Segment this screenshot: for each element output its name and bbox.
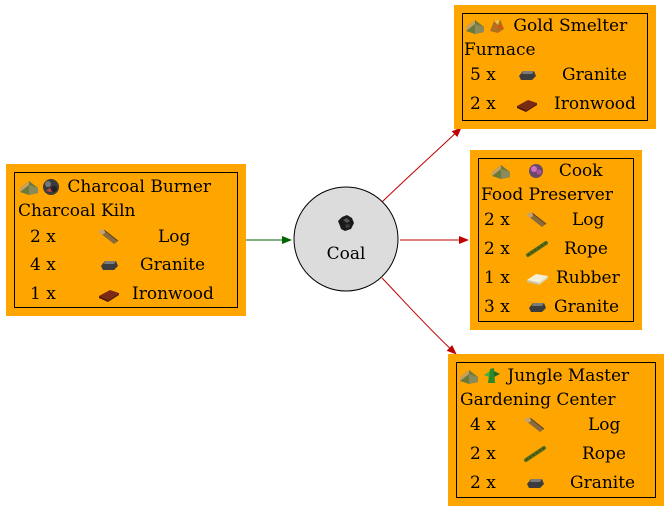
input-name: Granite: [562, 65, 628, 85]
consumer-title: Jungle Master: [458, 365, 629, 386]
input-name: Granite: [140, 255, 206, 275]
input-row: 2 x Log: [480, 207, 632, 233]
coal-node[interactable]: Coal: [293, 186, 399, 292]
gold-smelter-icon: [486, 15, 508, 35]
consumer-line2: Food Preserver: [481, 185, 613, 205]
input-name: Log: [572, 210, 605, 230]
input-row: 4 x Log: [458, 412, 654, 438]
input-name: Rubber: [556, 268, 620, 288]
input-row: 2 x Rope: [480, 236, 632, 262]
granite-icon: [527, 479, 544, 488]
input-amount: 2 x: [470, 444, 496, 464]
input-amount: 4 x: [30, 255, 56, 275]
consumer-line1: Gold Smelter: [513, 16, 628, 36]
consumer-jungle-master-node[interactable]: Jungle Master Gardening Center 4 x Log 2…: [448, 354, 664, 506]
edge-coal-to-jungle-master: [381, 277, 457, 355]
charcoal-burner-icon: [40, 176, 62, 196]
input-row: 2 x Granite: [458, 470, 654, 496]
consumer-line1: Cook: [558, 161, 603, 181]
building-icon: [18, 176, 40, 196]
granite-icon: [519, 71, 536, 80]
node-border: [14, 172, 238, 308]
rope-icon: [524, 446, 546, 462]
cook-icon: [525, 160, 547, 180]
producer-line1: Charcoal Burner: [67, 177, 212, 197]
coal-label: Coal: [326, 244, 366, 264]
log-icon: [99, 229, 119, 244]
log-icon: [527, 212, 547, 227]
edge-coal-to-gold-smelter: [381, 127, 462, 203]
input-amount: 4 x: [470, 415, 496, 435]
log-icon: [525, 417, 545, 432]
input-amount: 1 x: [484, 268, 510, 288]
jungle-master-icon: [480, 365, 502, 385]
node-border: [462, 13, 648, 121]
building-icon: [490, 160, 512, 180]
input-name: Ironwood: [132, 284, 214, 304]
input-row: 4 x Granite: [18, 252, 234, 278]
input-amount: 2 x: [484, 210, 510, 230]
input-amount: 1 x: [30, 284, 56, 304]
input-row: 5 x Granite: [464, 62, 646, 88]
input-row: 3 x Granite: [480, 294, 632, 320]
input-name: Log: [158, 227, 191, 247]
consumer-gold-smelter-node[interactable]: Gold Smelter Furnace 5 x Granite 2 x Iro…: [454, 5, 656, 129]
producer-charcoal-burner-node[interactable]: Charcoal Burner Charcoal Kiln 2 x Log 4 …: [6, 164, 246, 316]
input-row: 1 x Rubber: [480, 265, 632, 291]
input-name: Log: [588, 415, 621, 435]
granite-icon: [101, 261, 118, 270]
input-name: Rope: [564, 239, 608, 259]
rubber-icon: [527, 274, 548, 285]
node-border: [456, 362, 656, 498]
input-name: Granite: [554, 297, 620, 317]
input-amount: 2 x: [470, 94, 496, 114]
consumer-line2: Furnace: [464, 40, 536, 60]
node-border: [478, 158, 634, 322]
input-row: 2 x Log: [18, 224, 234, 250]
input-row: 2 x Ironwood: [464, 91, 646, 117]
input-name: Granite: [570, 473, 636, 493]
building-icon: [458, 365, 480, 385]
input-amount: 2 x: [484, 239, 510, 259]
input-name: Rope: [582, 444, 626, 464]
granite-icon: [529, 303, 546, 312]
producer-title: Charcoal Burner: [18, 176, 211, 197]
consumer-line1: Jungle Master: [507, 366, 630, 386]
rope-icon: [526, 241, 548, 257]
input-amount: 5 x: [470, 65, 496, 85]
input-row: 1 x Ironwood: [18, 281, 234, 307]
input-amount: 2 x: [30, 227, 56, 247]
consumer-line2: Gardening Center: [460, 390, 616, 410]
input-amount: 3 x: [484, 297, 510, 317]
input-row: 2 x Rope: [458, 441, 654, 467]
consumer-title: Gold Smelter: [464, 15, 627, 36]
input-name: Ironwood: [554, 94, 636, 114]
coal-icon: [338, 215, 354, 231]
building-icon: [464, 15, 486, 35]
ironwood-icon: [99, 290, 119, 302]
producer-line2: Charcoal Kiln: [18, 201, 136, 221]
consumer-cook-node[interactable]: Cook Food Preserver 2 x Log 2 x Rope 1 x…: [470, 150, 642, 330]
consumer-title: Cook: [490, 160, 603, 181]
ironwood-icon: [517, 100, 537, 112]
input-amount: 2 x: [470, 473, 496, 493]
